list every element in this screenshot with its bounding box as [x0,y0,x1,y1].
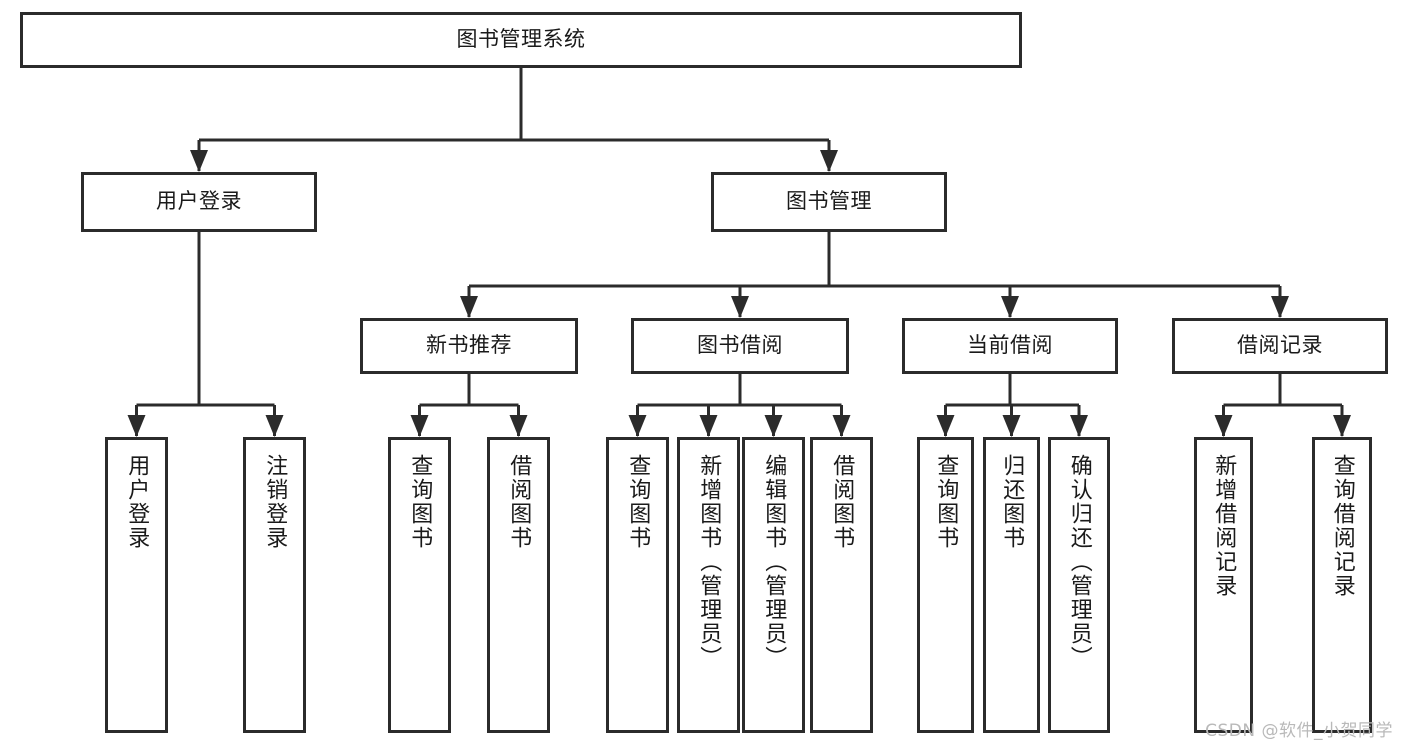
arrow-head-icon [1271,296,1289,318]
arrow-head-icon [764,415,783,437]
node-leaf-logout[interactable]: 注销登录 [243,437,306,733]
node-label: 新增图书（管理员） [696,454,722,670]
arrow-head-icon [820,150,838,172]
node-label: 图书管理 [786,189,872,214]
arrow-head-icon [699,415,718,437]
node-leaf-add-record[interactable]: 新增借阅记录 [1194,437,1253,733]
node-label: 查询图书 [407,454,433,550]
node-book-borrow[interactable]: 图书借阅 [631,318,849,374]
arrow-head-icon [190,150,208,172]
node-label: 查询图书 [625,454,651,550]
node-leaf-query-book-3[interactable]: 查询图书 [917,437,974,733]
arrow-head-icon [1333,415,1351,437]
node-label: 图书借阅 [697,333,783,358]
node-leaf-confirm-return[interactable]: 确认归还（管理员） [1048,437,1110,733]
arrow-head-icon [936,415,955,437]
node-book-manage[interactable]: 图书管理 [711,172,947,232]
node-label: 注销登录 [262,454,288,550]
node-leaf-borrow-book-2[interactable]: 借阅图书 [810,437,873,733]
arrow-head-icon [410,415,429,437]
node-leaf-query-book-2[interactable]: 查询图书 [606,437,669,733]
node-leaf-borrow-book-1[interactable]: 借阅图书 [487,437,550,733]
node-leaf-query-record[interactable]: 查询借阅记录 [1312,437,1372,733]
arrow-head-icon [265,415,284,437]
node-label: 查询借阅记录 [1329,454,1355,598]
node-label: 借阅图书 [829,454,855,550]
node-leaf-query-book-1[interactable]: 查询图书 [388,437,451,733]
node-label: 新书推荐 [426,333,512,358]
node-label: 新增借阅记录 [1211,454,1237,598]
arrow-head-icon [509,415,528,437]
arrow-head-icon [1214,415,1233,437]
arrow-head-icon [1001,296,1019,318]
arrow-head-icon [731,296,749,318]
node-leaf-add-book[interactable]: 新增图书（管理员） [677,437,740,733]
node-label: 当前借阅 [967,333,1053,358]
arrow-head-icon [628,415,647,437]
node-new-book-rec[interactable]: 新书推荐 [360,318,578,374]
arrow-head-icon [127,415,146,437]
node-label: 用户登录 [124,454,150,550]
node-current-borrow[interactable]: 当前借阅 [902,318,1118,374]
node-label: 借阅记录 [1237,333,1323,358]
node-label: 图书管理系统 [456,27,586,52]
arrow-head-icon [832,415,851,437]
node-label: 借阅图书 [506,454,532,550]
node-leaf-return-book[interactable]: 归还图书 [983,437,1040,733]
node-label: 查询图书 [933,454,959,550]
node-borrow-record[interactable]: 借阅记录 [1172,318,1388,374]
node-user-login[interactable]: 用户登录 [81,172,317,232]
node-leaf-edit-book[interactable]: 编辑图书（管理员） [742,437,805,733]
node-label: 编辑图书（管理员） [761,454,787,670]
node-label: 用户登录 [156,189,242,214]
arrow-head-icon [1002,415,1021,437]
arrow-head-icon [1070,415,1088,437]
csdn-watermark: CSDN @软件_小贺同学 [1205,721,1393,741]
arrow-head-icon [460,296,478,318]
node-label: 归还图书 [999,454,1025,550]
node-root[interactable]: 图书管理系统 [20,12,1022,68]
node-leaf-user-login[interactable]: 用户登录 [105,437,168,733]
node-label: 确认归还（管理员） [1066,454,1092,670]
